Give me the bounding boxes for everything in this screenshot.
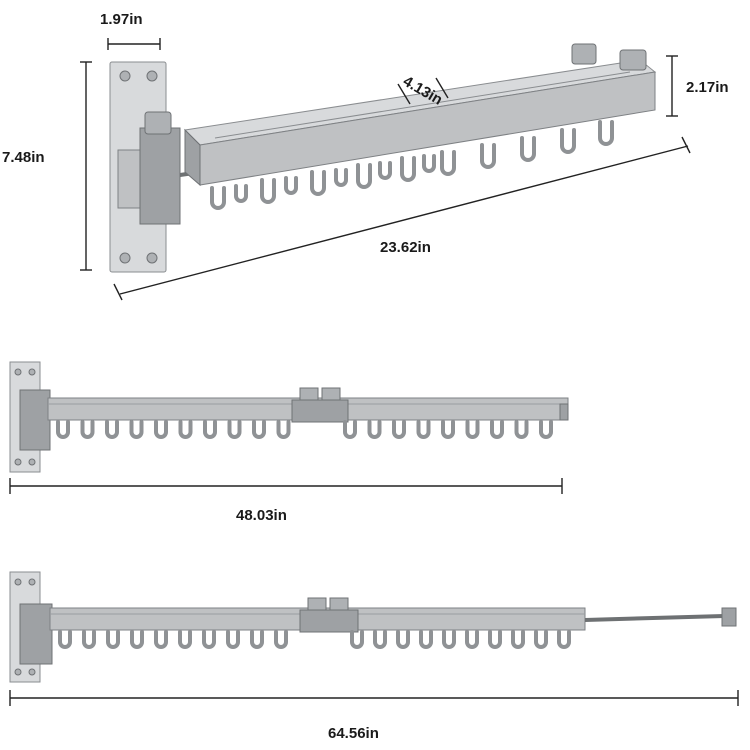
hanger-hook [276, 420, 291, 439]
hanger-hook [396, 630, 410, 649]
hanger-hook [367, 420, 382, 439]
dimension-folded-length: 23.62in [113, 136, 691, 301]
extended-length-label: 48.03in [236, 507, 287, 524]
hanger-hook [203, 420, 217, 439]
hanger-hook [178, 420, 193, 439]
hanger-hook [130, 630, 144, 649]
hanger-hook [154, 420, 168, 439]
hanger-hook [465, 420, 480, 439]
width-label: 1.97in [100, 11, 143, 28]
hanger-hook [343, 420, 357, 439]
bolt-icon [291, 387, 349, 423]
hanger-hook [441, 420, 455, 439]
hanger-hook [226, 630, 240, 649]
tube-height-label: 2.17in [686, 79, 729, 96]
plate-height-label: 7.48in [2, 149, 45, 166]
hanger-hook [274, 630, 288, 649]
hanger-hook-icon [56, 420, 553, 439]
hanger-hook [490, 420, 504, 439]
hanger-hook [442, 630, 456, 649]
hanger-hook [465, 630, 479, 649]
hanger-hook [514, 420, 529, 439]
bolt-icon [144, 43, 647, 135]
hanger-hook [80, 420, 95, 439]
hanger-hook [227, 420, 242, 439]
hanger-hook-icon [210, 120, 614, 210]
hanger-hook [539, 420, 553, 439]
hanger-hook [106, 630, 120, 649]
hanger-hook [534, 630, 548, 649]
dimension-extended-length: 48.03in [9, 478, 563, 524]
hanger-hook [373, 630, 387, 649]
full-length-label: 64.56in [328, 725, 379, 742]
dimension-plate-height: 7.48in [2, 61, 92, 271]
mounting-plate-icon [109, 61, 181, 273]
dimension-tube-height: 2.17in [666, 55, 729, 117]
full-rack-illustration [9, 571, 737, 683]
hanger-hook [56, 420, 70, 439]
hanger-hook [154, 630, 168, 649]
hanger-hook [392, 420, 406, 439]
extension-rod-icon [584, 607, 737, 627]
hanger-hook [252, 420, 266, 439]
folded-rack-illustration [109, 43, 657, 273]
hanger-hook [129, 420, 144, 439]
bolt-icon [299, 597, 359, 633]
hanger-hook [82, 630, 96, 649]
hanger-hook [419, 630, 433, 649]
hanger-hook [105, 420, 119, 439]
folded-length-label: 23.62in [380, 239, 431, 256]
hanger-hook [58, 630, 72, 649]
hanger-hook [416, 420, 431, 439]
hanger-hook [250, 630, 264, 649]
hanger-hook [350, 630, 364, 649]
hanger-hook [488, 630, 502, 649]
hanger-hook [557, 630, 571, 649]
dimension-full-length: 64.56in [9, 690, 739, 742]
dimension-width: 1.97in [100, 11, 161, 50]
hanger-hook [202, 630, 216, 649]
hanger-hook-icon [58, 630, 571, 649]
extended-rack-illustration [9, 361, 569, 473]
hanger-hook [511, 630, 525, 649]
hanger-hook [178, 630, 192, 649]
